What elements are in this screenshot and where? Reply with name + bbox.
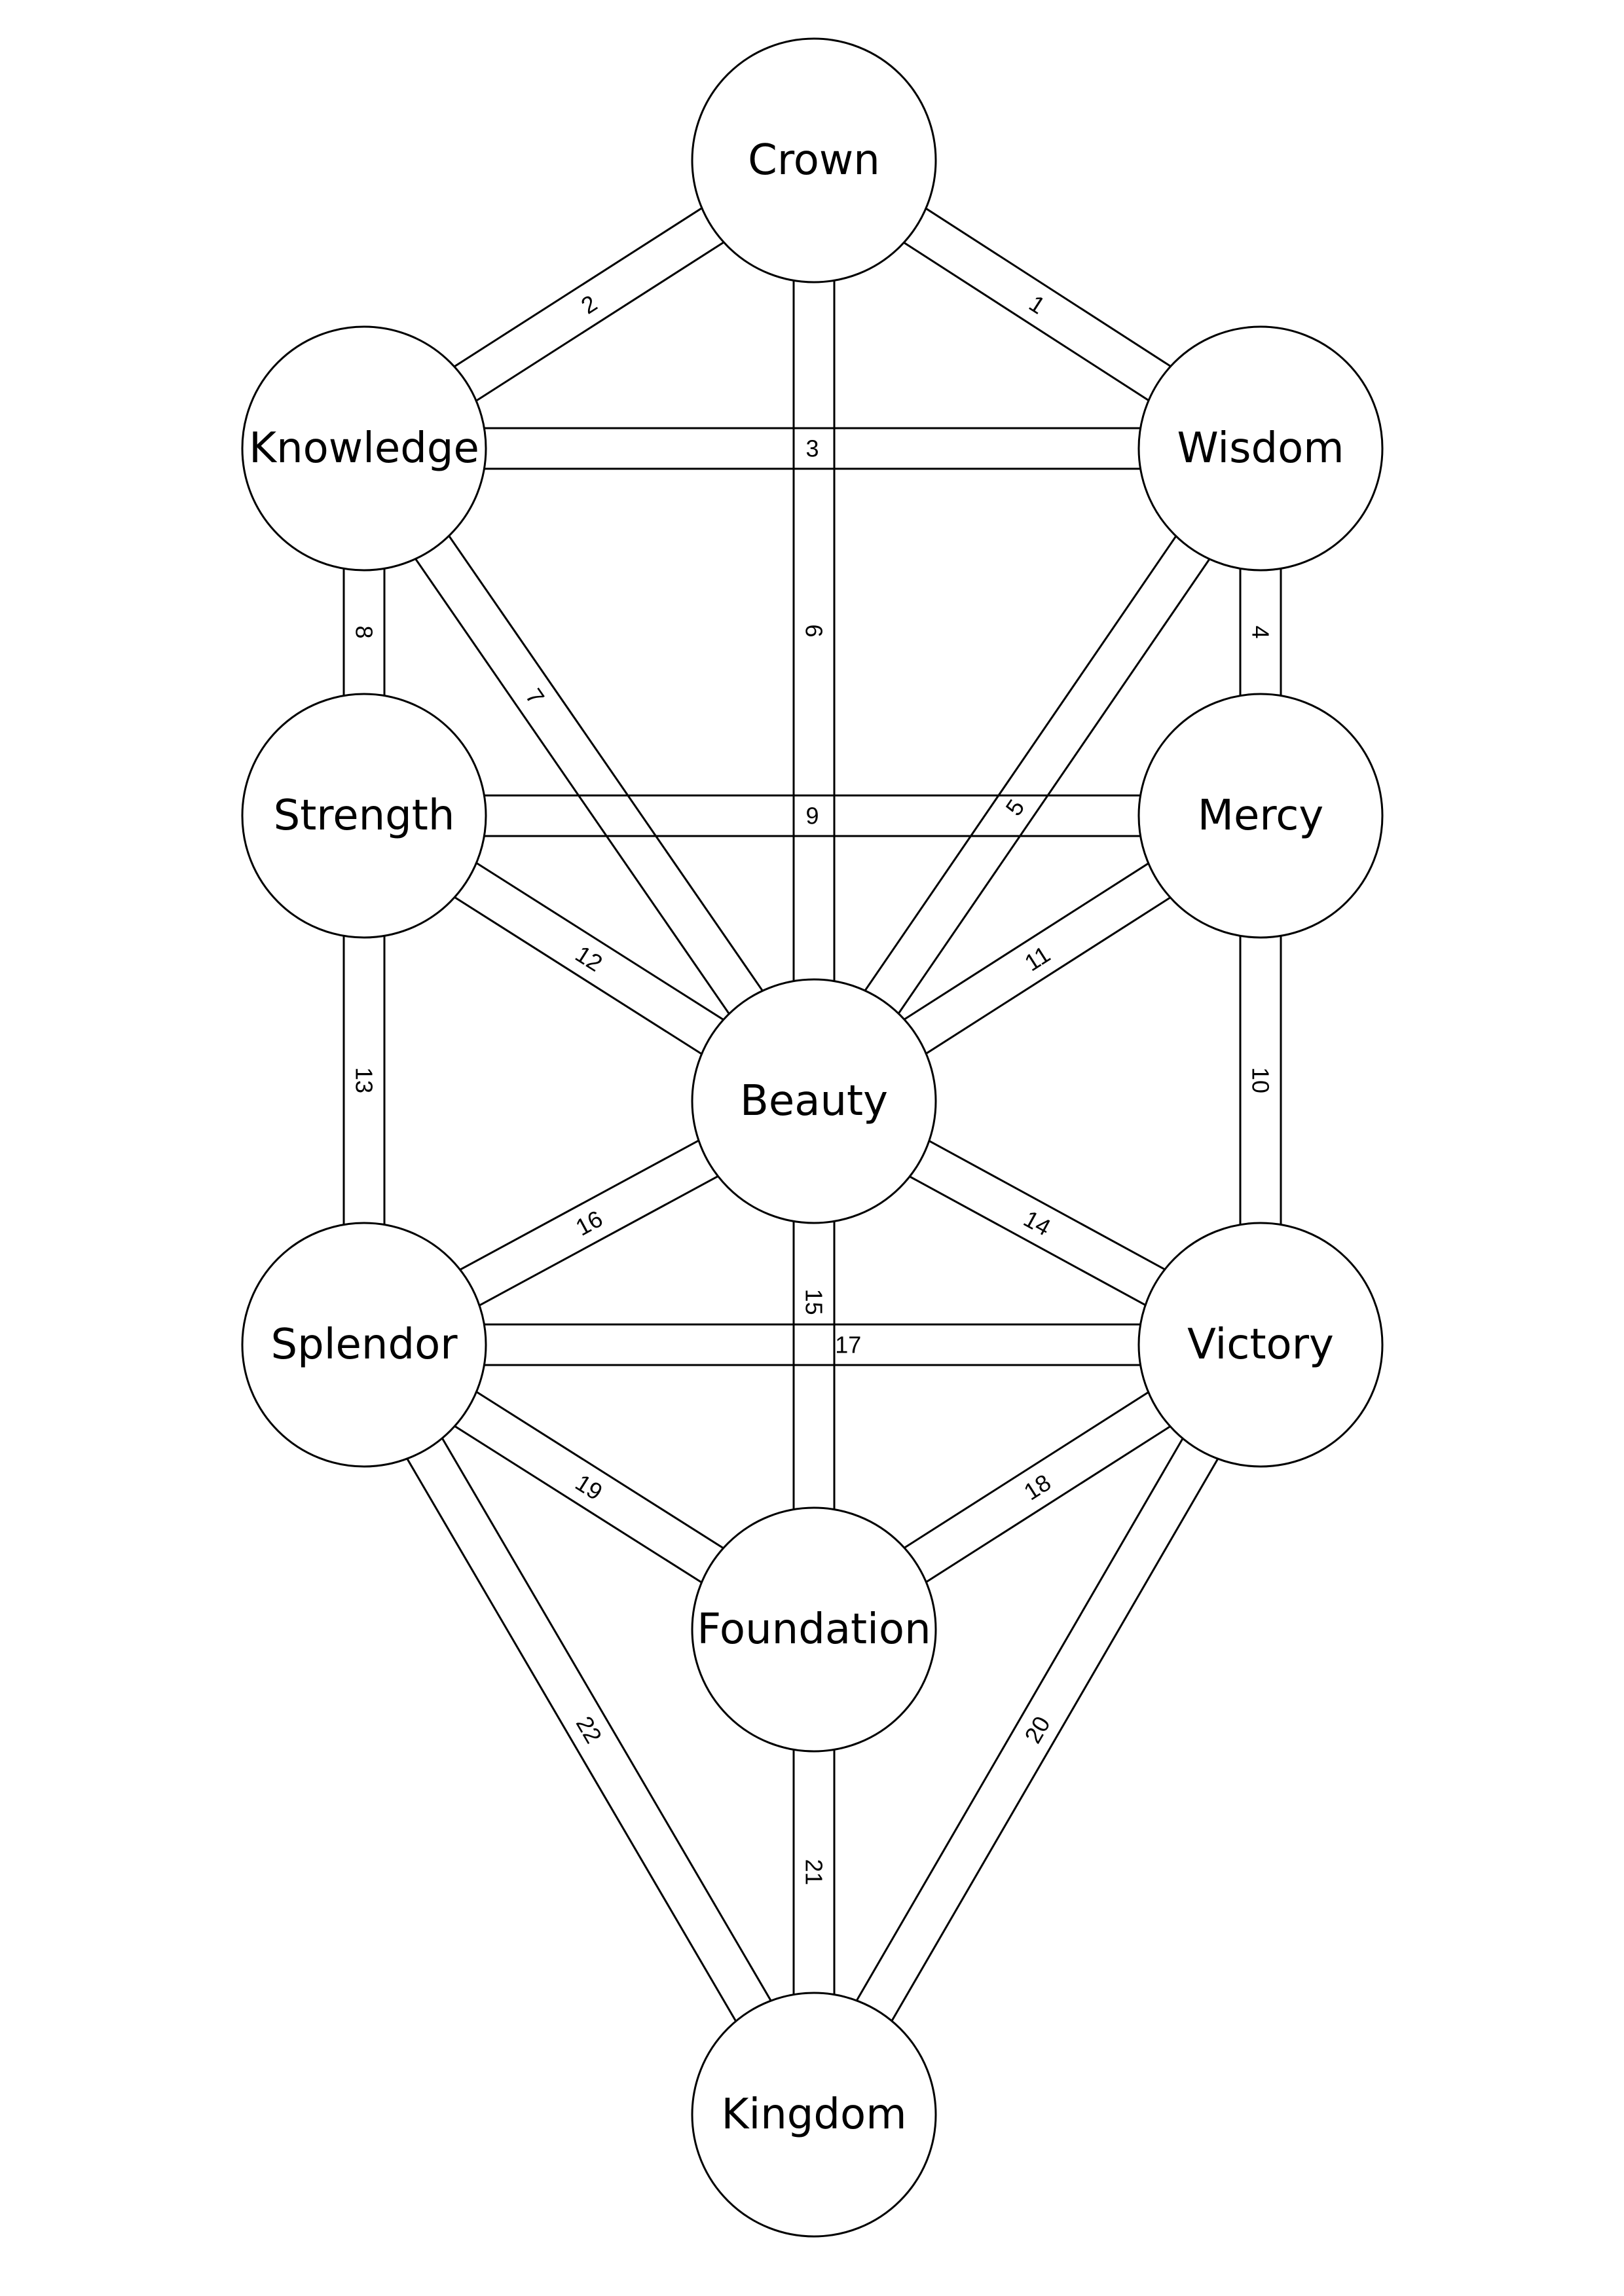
node-strength-circle <box>241 693 487 939</box>
path-label-21: 21 <box>801 1859 828 1885</box>
node-mercy-circle <box>1137 693 1384 939</box>
path-label-14: 14 <box>1020 1205 1056 1241</box>
path-7-edge <box>346 459 798 1114</box>
node-wisdom: Wisdom <box>1137 325 1384 572</box>
node-kingdom: Kingdom <box>691 1992 937 2238</box>
path-label-4: 4 <box>1247 625 1274 638</box>
node-foundation: Foundation <box>691 1506 937 1753</box>
node-crown: Crown <box>691 37 937 283</box>
node-knowledge: Knowledge <box>241 325 487 572</box>
path-label-19: 19 <box>571 1468 608 1505</box>
path-20-edge <box>795 1334 1244 2105</box>
path-label-5: 5 <box>1000 795 1029 821</box>
path-label-1: 1 <box>1024 289 1050 319</box>
node-strength: Strength <box>241 693 487 939</box>
node-strength-label: Strength <box>274 792 455 840</box>
node-splendor-label: Splendor <box>270 1321 458 1369</box>
node-victory-circle <box>1137 1222 1384 1468</box>
node-foundation-circle <box>691 1506 937 1753</box>
path-label-8: 8 <box>351 625 378 638</box>
path-label-18: 18 <box>1019 1468 1056 1505</box>
path-label-22: 22 <box>571 1711 608 1747</box>
path-label-7: 7 <box>520 683 549 710</box>
node-beauty-label: Beauty <box>740 1077 888 1125</box>
path-label-17: 17 <box>835 1332 861 1358</box>
path-6: 6 <box>792 160 836 1101</box>
node-knowledge-label: Knowledge <box>249 424 479 473</box>
node-kingdom-circle <box>691 1992 937 2238</box>
path-label-12: 12 <box>571 940 608 977</box>
path-label-9: 9 <box>805 803 819 829</box>
path-22-edge <box>345 1354 798 2126</box>
node-beauty-circle <box>691 978 937 1224</box>
path-label-15: 15 <box>801 1289 828 1315</box>
node-victory-label: Victory <box>1187 1321 1334 1369</box>
path-22-edge <box>380 1334 833 2105</box>
node-mercy-label: Mercy <box>1198 792 1324 840</box>
path-label-11: 11 <box>1020 941 1055 977</box>
node-mercy: Mercy <box>1137 693 1384 939</box>
path-label-13: 13 <box>351 1067 378 1093</box>
path-label-6: 6 <box>801 624 828 637</box>
path-5-edge <box>830 459 1278 1114</box>
path-7: 7 <box>346 436 832 1114</box>
path-label-2: 2 <box>576 289 602 319</box>
node-splendor-circle <box>241 1222 487 1468</box>
node-crown-circle <box>691 37 937 283</box>
node-victory: Victory <box>1137 1222 1384 1468</box>
node-splendor: Splendor <box>241 1222 487 1468</box>
node-beauty: Beauty <box>691 978 937 1224</box>
node-wisdom-label: Wisdom <box>1177 424 1344 473</box>
path-7-edge <box>380 436 832 1091</box>
path-label-20: 20 <box>1019 1711 1056 1747</box>
path-label-10: 10 <box>1247 1067 1274 1093</box>
path-20-edge <box>830 1354 1280 2126</box>
path-3: 3 <box>364 427 1261 470</box>
path-9: 9 <box>364 794 1261 837</box>
path-17: 17 <box>364 1323 1261 1366</box>
node-kingdom-label: Kingdom <box>721 2090 906 2139</box>
node-knowledge-circle <box>241 325 487 572</box>
node-wisdom-circle <box>1137 325 1384 572</box>
path-label-16: 16 <box>571 1205 607 1241</box>
node-crown-label: Crown <box>748 136 880 185</box>
node-foundation-label: Foundation <box>697 1605 931 1654</box>
path-label-3: 3 <box>805 435 819 462</box>
path-5-edge <box>796 436 1245 1091</box>
